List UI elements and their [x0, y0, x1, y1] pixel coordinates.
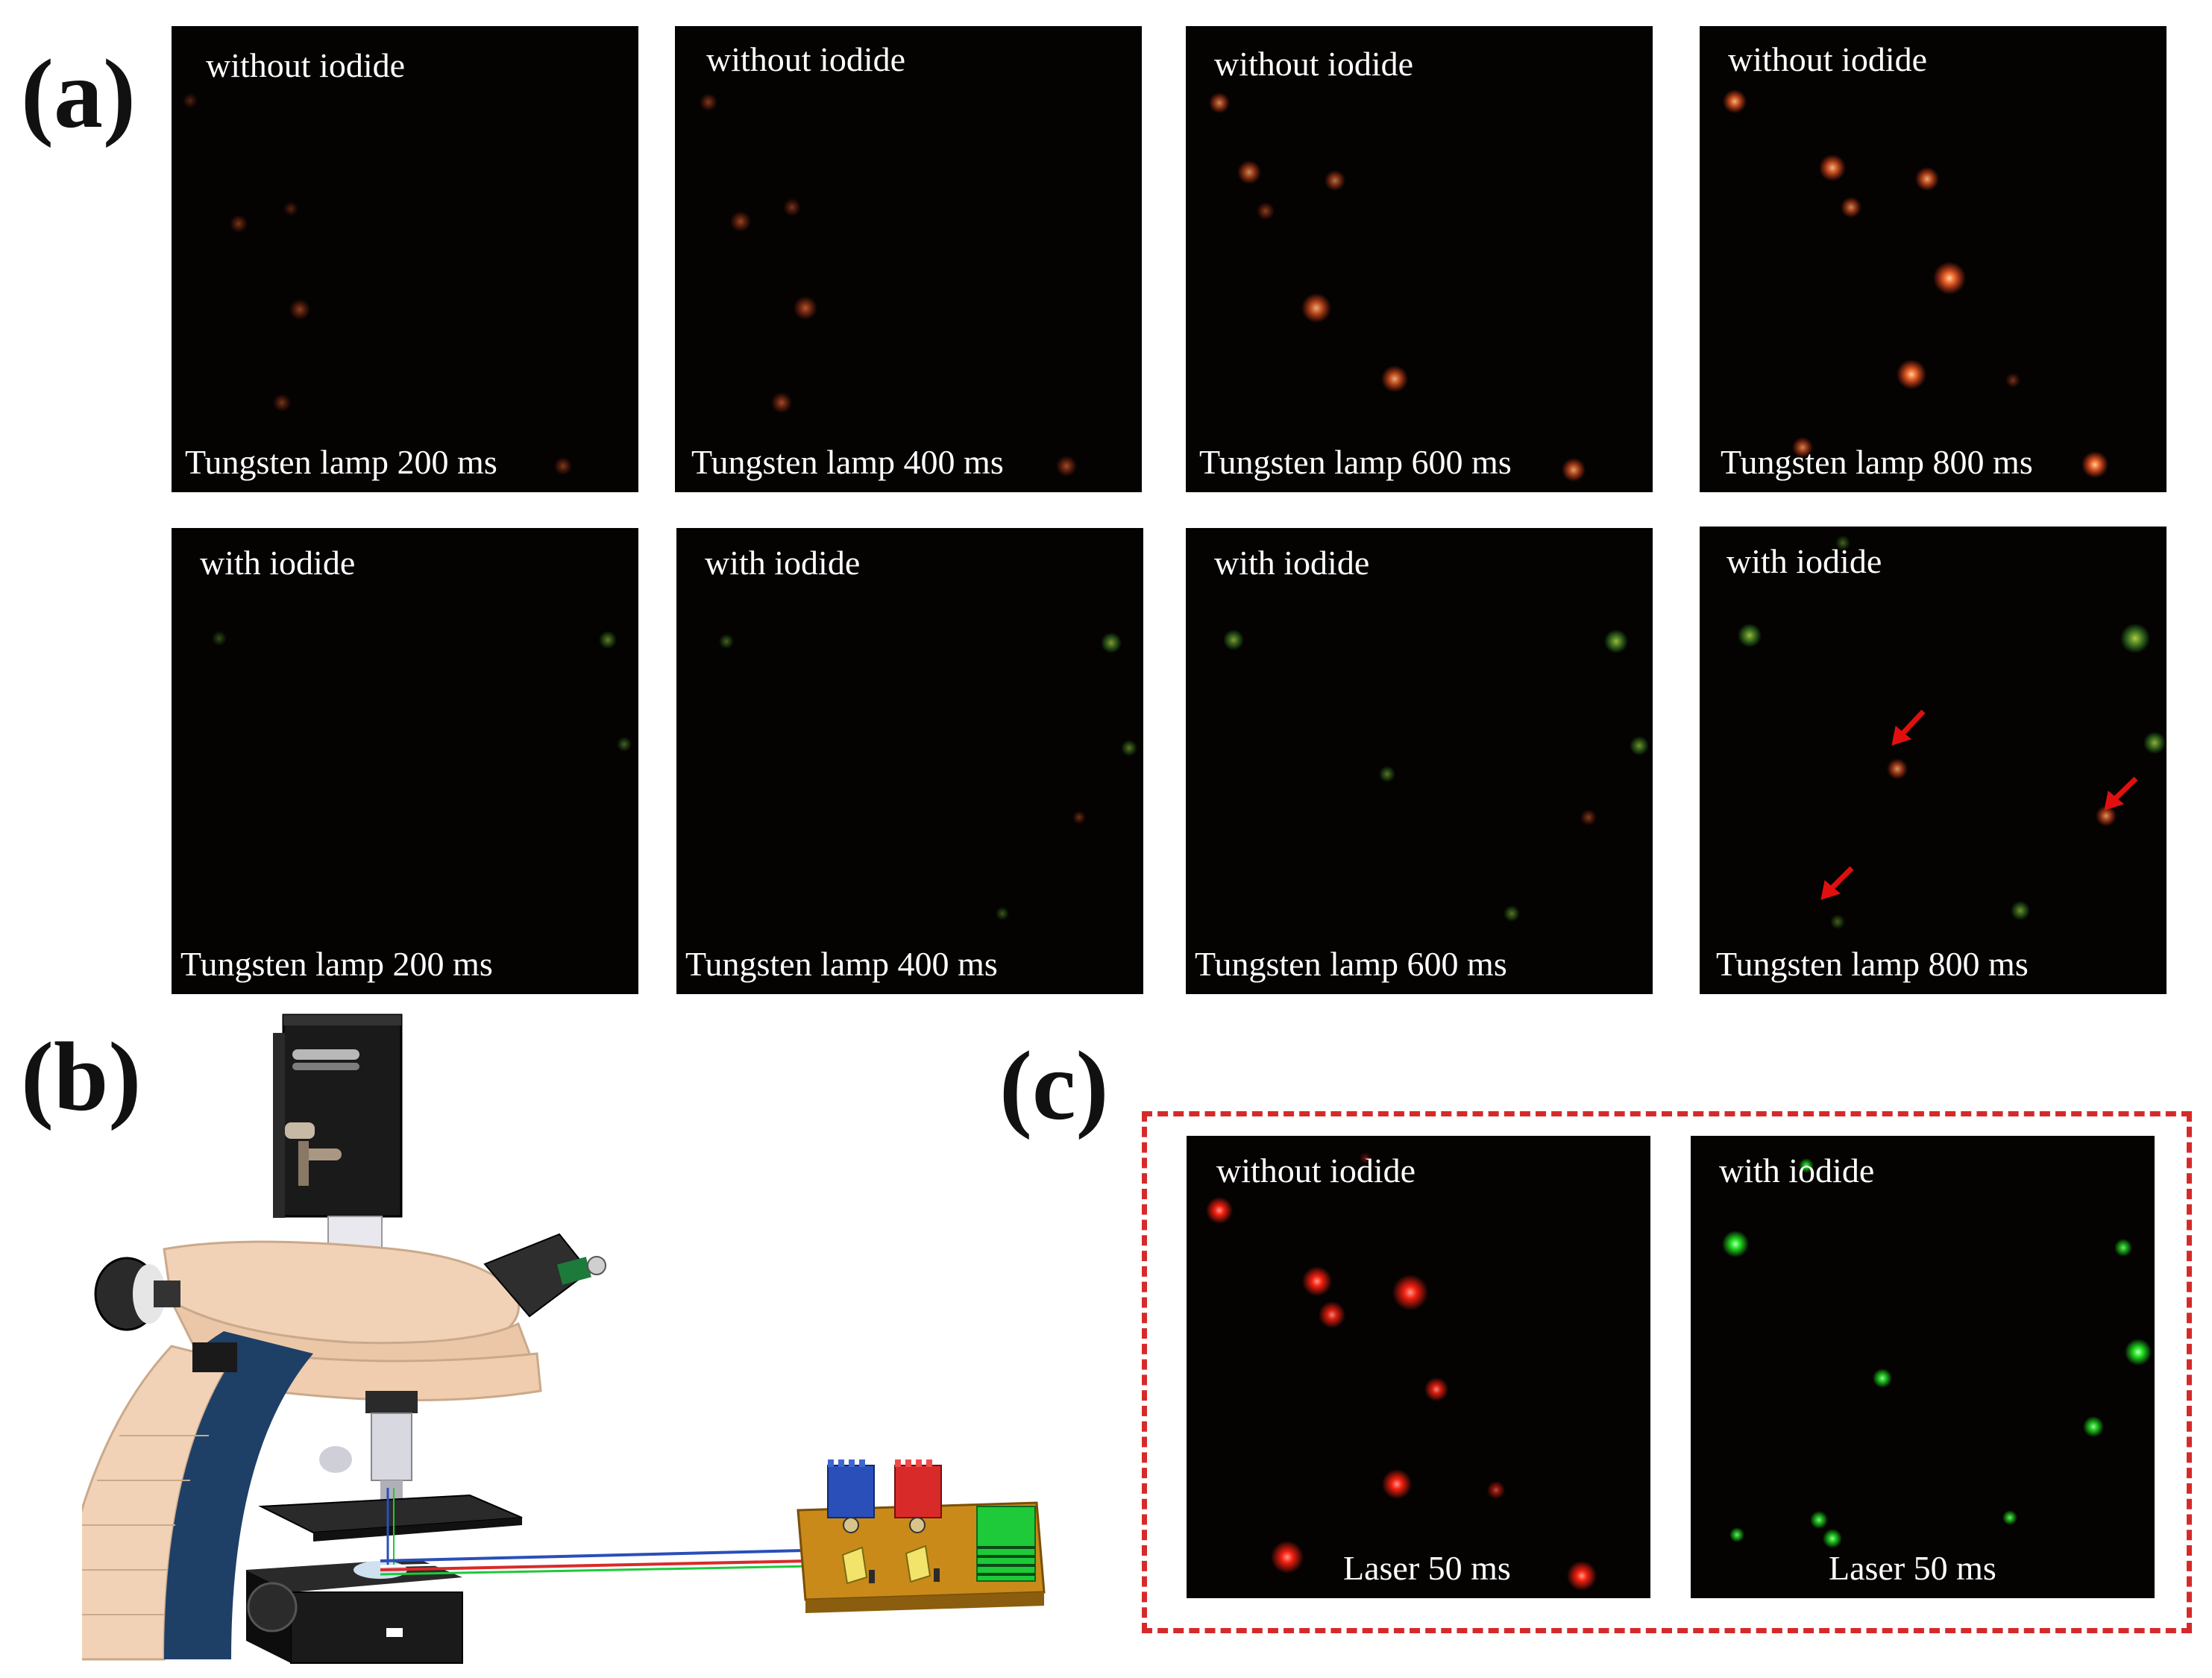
image-laser-without-iodide: without iodide Laser 50 ms [1187, 1136, 1650, 1598]
label-condition: with iodide [200, 544, 356, 582]
image-row1-400ms: without iodide Tungsten lamp 400 ms [675, 26, 1142, 492]
image-row1-800ms: without iodide Tungsten lamp 800 ms [1700, 26, 2167, 492]
image-row2-200ms: with iodide Tungsten lamp 200 ms [172, 528, 638, 994]
label-condition: with iodide [1719, 1151, 1875, 1190]
red-arrow-markers [1820, 709, 2138, 900]
label-exposure: Tungsten lamp 200 ms [180, 945, 493, 983]
laser-bench-icon [796, 1459, 1046, 1613]
label-exposure: Tungsten lamp 600 ms [1199, 443, 1512, 481]
microscope-arm-icon [82, 1331, 313, 1661]
particle-layer [1723, 89, 2108, 478]
camera-icon [273, 1014, 403, 1218]
label-condition: with iodide [705, 544, 861, 582]
panel-label-c: (c) [999, 1031, 1109, 1140]
label-condition: without iodide [706, 40, 906, 78]
label-exposure: Tungsten lamp 200 ms [185, 443, 497, 481]
light-source-box-icon [246, 1559, 463, 1664]
label-condition: without iodide [1216, 1151, 1416, 1190]
panel-c-dashed-frame [1142, 1111, 2192, 1633]
particle-layer [1738, 535, 2166, 929]
label-exposure: Tungsten lamp 400 ms [691, 443, 1004, 481]
focus-knob-icon [94, 1257, 180, 1331]
particle-layer [212, 631, 632, 752]
label-condition: without iodide [206, 46, 406, 84]
image-row2-600ms: with iodide Tungsten lamp 600 ms [1186, 528, 1653, 994]
microscope-setup-illustration [82, 1014, 1046, 1664]
image-laser-with-iodide: with iodide Laser 50 ms [1691, 1136, 2155, 1598]
red-laser-icon [894, 1459, 942, 1533]
image-row1-200ms: without iodide Tungsten lamp 200 ms [172, 26, 638, 492]
label-exposure: Tungsten lamp 800 ms [1721, 443, 2033, 481]
label-condition: without iodide [1728, 40, 1928, 78]
label-exposure: Laser 50 ms [1343, 1549, 1511, 1587]
particle-layer [700, 93, 1077, 477]
image-row1-600ms: without iodide Tungsten lamp 600 ms [1186, 26, 1653, 492]
eyepiece-icon [483, 1233, 606, 1318]
blue-laser-icon [827, 1459, 875, 1533]
particle-layer [1223, 629, 1649, 922]
label-condition: with iodide [1214, 544, 1370, 582]
image-row2-400ms: with iodide Tungsten lamp 400 ms [676, 528, 1143, 994]
particle-layer [719, 632, 1137, 920]
label-exposure: Tungsten lamp 800 ms [1716, 945, 2029, 983]
stage-icon [258, 1494, 523, 1542]
label-condition: without iodide [1214, 45, 1414, 83]
image-row2-800ms: with iodide Tungsten lamp 800 ms [1700, 527, 2167, 994]
red-arrow-icon [1820, 866, 1854, 900]
panel-label-a: (a) [21, 39, 136, 148]
label-exposure: Tungsten lamp 600 ms [1195, 945, 1507, 983]
particle-layer [1209, 92, 1586, 482]
label-exposure: Laser 50 ms [1829, 1549, 1996, 1587]
particle-layer [183, 93, 572, 475]
objective-lens-icon [319, 1391, 418, 1503]
red-arrow-icon [1891, 709, 1926, 746]
particle-layer [1722, 1158, 2152, 1548]
red-arrow-icon [2104, 776, 2138, 811]
particle-layer [1206, 1152, 1597, 1591]
label-exposure: Tungsten lamp 400 ms [685, 945, 998, 983]
label-condition: with iodide [1726, 542, 1882, 580]
panel-label-b: (b) [21, 1022, 142, 1131]
green-laser-icon [976, 1506, 1036, 1582]
mirror-mount-icon [841, 1545, 940, 1585]
